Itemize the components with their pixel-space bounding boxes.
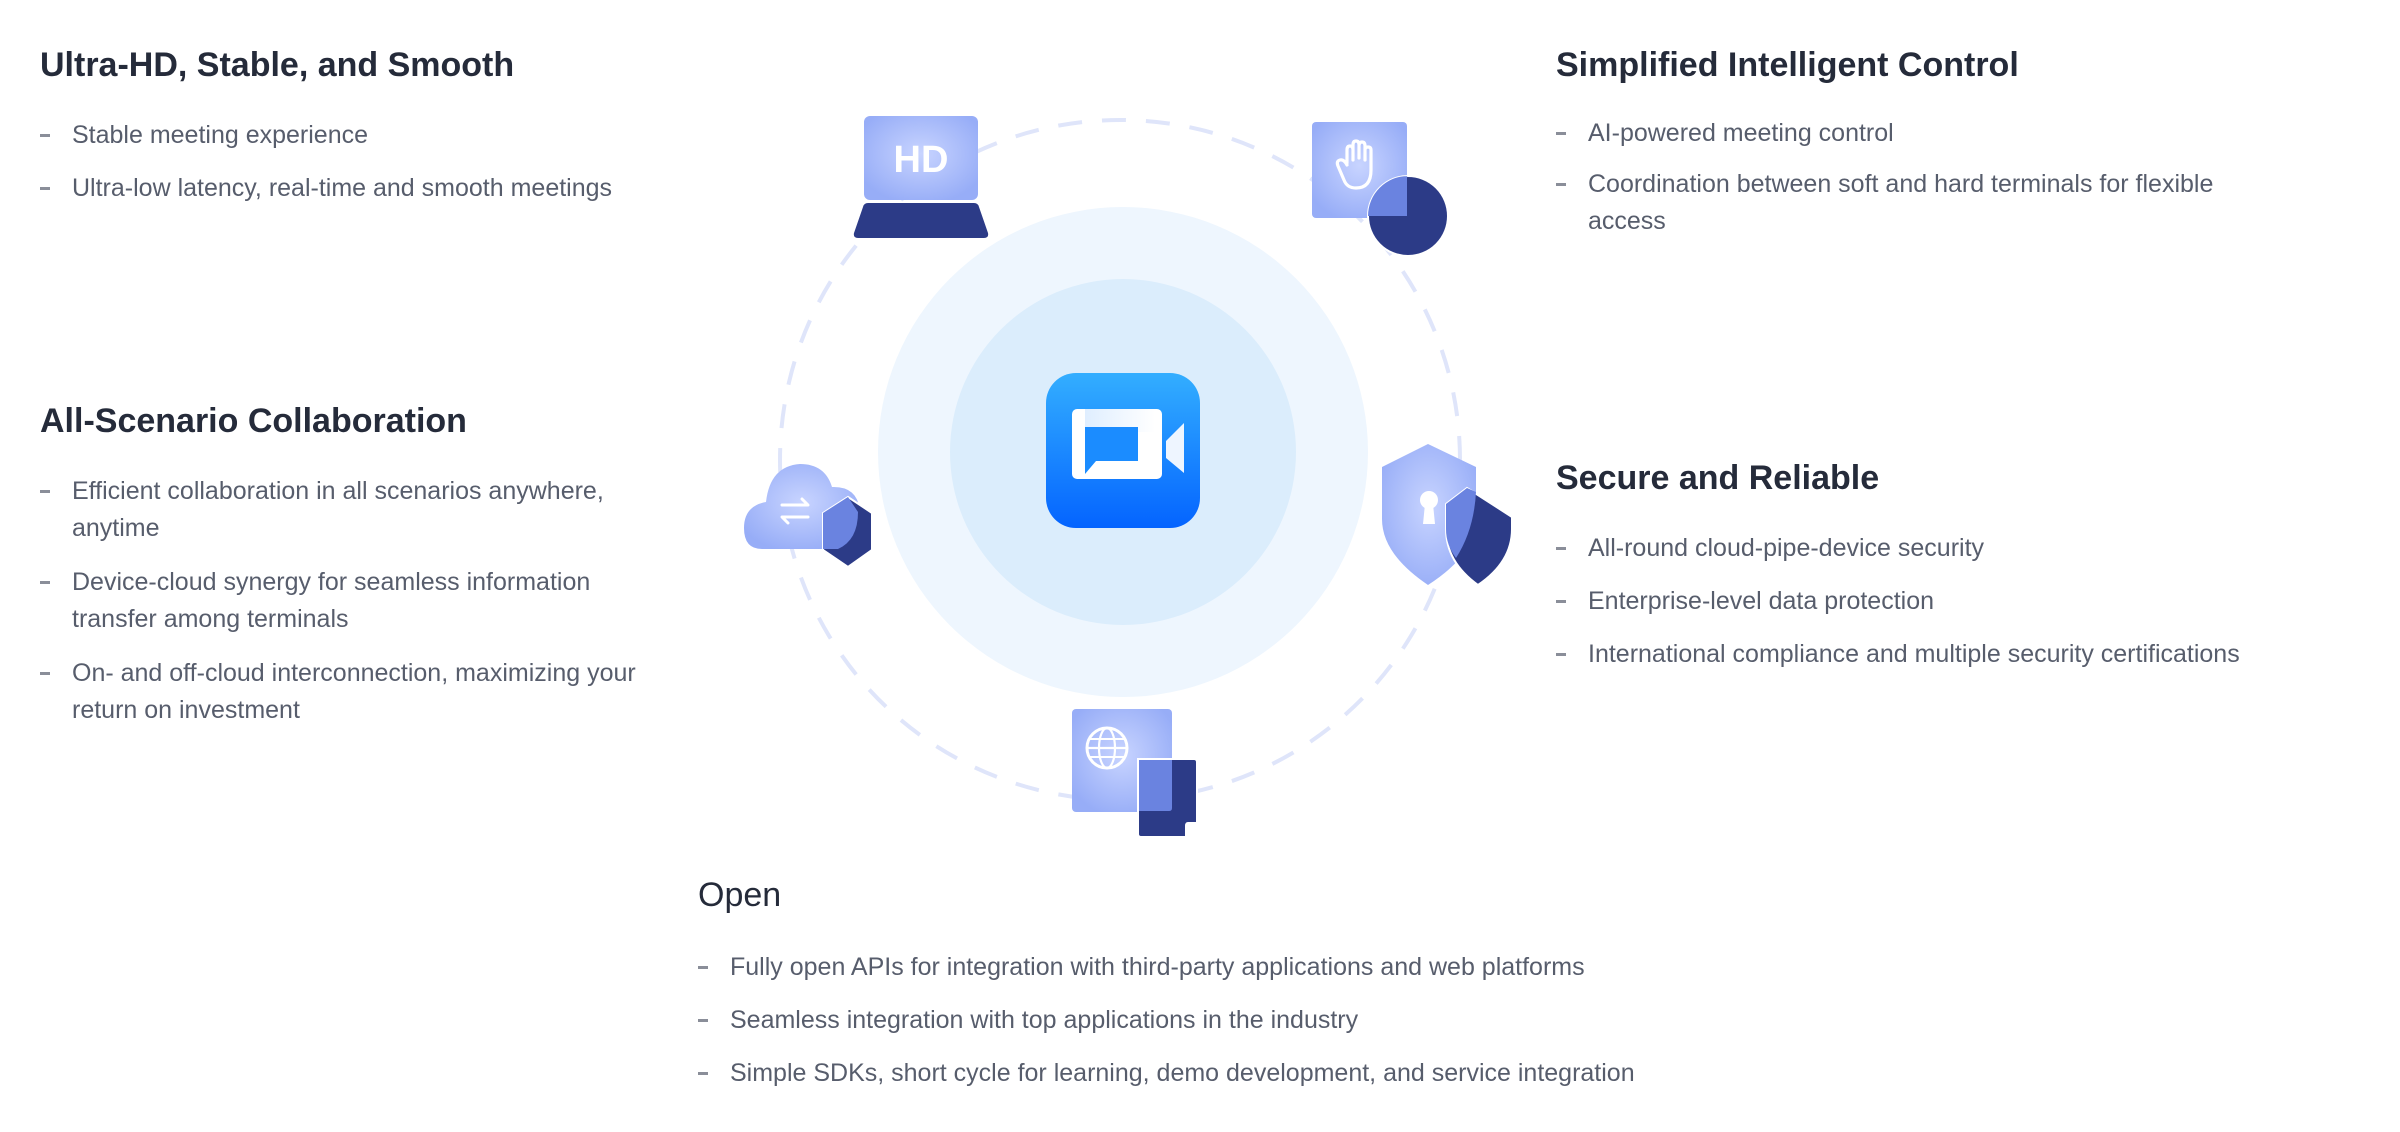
video-meeting-icon [1046,373,1200,528]
dash-bullet [40,134,50,137]
list-item: Stable meeting experience [40,117,700,154]
dash-bullet [1556,183,1566,186]
list-item: On- and off-cloud interconnection, maxim… [40,655,680,729]
dash-bullet [40,581,50,584]
dash-bullet [1556,547,1566,550]
dash-bullet [40,187,50,190]
list-item: Ultra-low latency, real-time and smooth … [40,170,700,207]
section-all-scenario-collaboration: All-Scenario Collaboration Efficient col… [40,402,680,746]
section-title: Simplified Intelligent Control [1556,46,2019,84]
list-item: AI-powered meeting control [1556,115,2216,152]
list-item: International compliance and multiple se… [1556,636,2376,673]
section-title: Open [698,876,782,914]
list-item: Enterprise-level data protection [1556,583,2376,620]
list-item: Device-cloud synergy for seamless inform… [40,564,680,638]
feature-list: Stable meeting experience Ultra-low late… [40,117,700,207]
section-title: Ultra-HD, Stable, and Smooth [40,46,515,84]
section-title: Secure and Reliable [1556,459,1880,497]
list-item: Seamless integration with top applicatio… [698,1002,1798,1039]
dash-bullet [1556,653,1566,656]
globe-document-icon [1072,709,1198,838]
dash-bullet [1556,132,1566,135]
dash-bullet [698,1019,708,1022]
dash-bullet [40,672,50,675]
dash-bullet [1556,600,1566,603]
feature-list: All-round cloud-pipe-device security Ent… [1556,530,2376,673]
section-secure-reliable: Secure and Reliable All-round cloud-pipe… [1556,459,2376,689]
dash-bullet [698,966,708,969]
dash-bullet [698,1072,708,1075]
list-item: Coordination between soft and hard termi… [1556,166,2216,240]
svg-text:HD: HD [894,139,949,181]
list-item: All-round cloud-pipe-device security [1556,530,2376,567]
feature-list: Efficient collaboration in all scenarios… [40,473,680,729]
section-intelligent-control: Simplified Intelligent Control AI-powere… [1556,46,2216,254]
hd-laptop-icon: HD [853,116,989,238]
dash-bullet [40,490,50,493]
cloud-sync-icon [744,464,873,569]
shield-lock-icon [1382,444,1513,587]
list-item: Fully open APIs for integration with thi… [698,949,1798,986]
feature-list: AI-powered meeting control Coordination … [1556,115,2216,240]
list-item: Simple SDKs, short cycle for learning, d… [698,1055,1798,1092]
section-title: All-Scenario Collaboration [40,402,467,440]
list-item: Efficient collaboration in all scenarios… [40,473,680,547]
section-open: Open Fully open APIs for integration wit… [698,876,1798,1108]
feature-list: Fully open APIs for integration with thi… [698,949,1798,1092]
section-ultra-hd: Ultra-HD, Stable, and Smooth Stable meet… [40,46,700,223]
hand-control-icon [1312,122,1449,257]
